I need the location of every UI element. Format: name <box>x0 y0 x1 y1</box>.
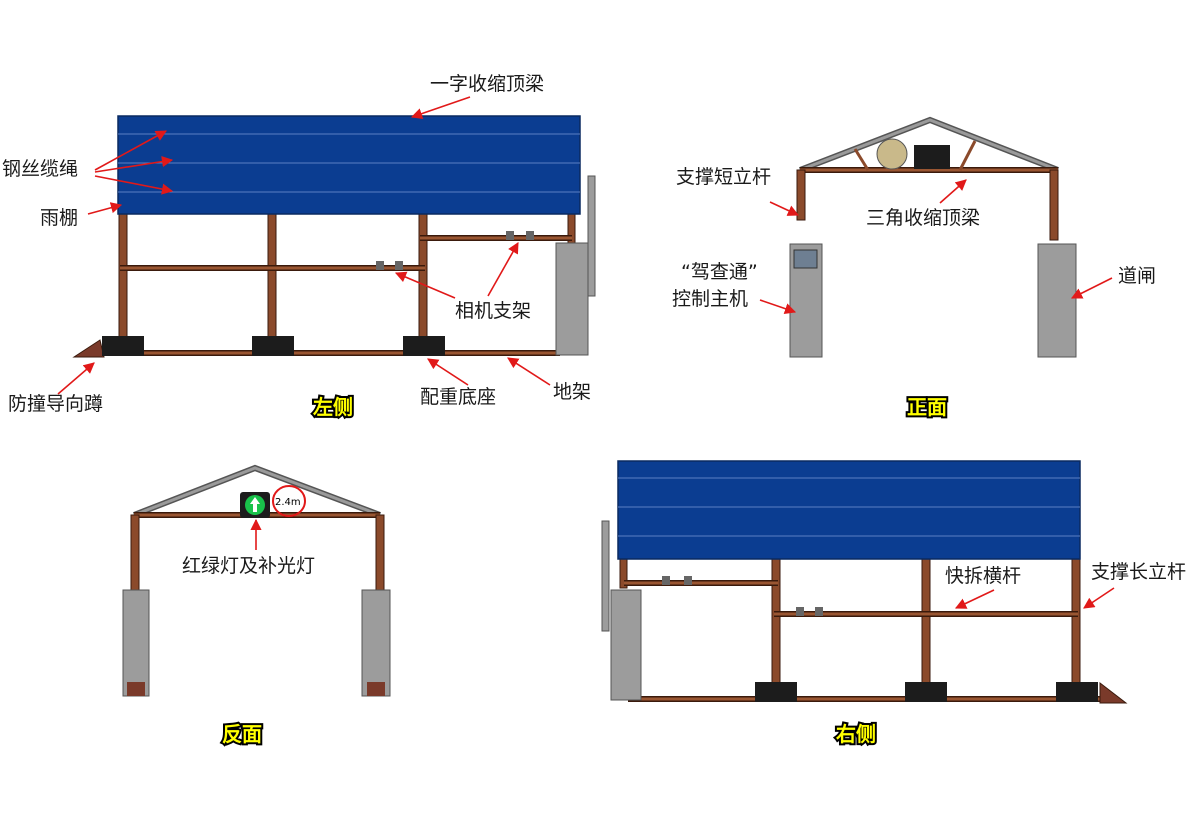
label-ground-frame: 地架 <box>553 381 591 403</box>
label-host-line1: “驾查通” <box>681 261 758 283</box>
front-short-post-left <box>796 169 806 221</box>
camera-1 <box>376 261 384 270</box>
arrow-wire-rope-3 <box>94 175 174 195</box>
label-bumper: 防撞导向蹲 <box>8 393 103 415</box>
camera-2 <box>395 261 403 270</box>
arrow-counterweight <box>427 358 469 386</box>
back-cabinet-right <box>361 589 391 697</box>
right-camera-1 <box>662 576 670 585</box>
arrow-bumper <box>57 362 95 395</box>
label-gate: 道闸 <box>1118 265 1156 287</box>
arrow-ground-frame <box>507 357 551 386</box>
right-canopy-panel <box>617 460 1081 560</box>
arrow-canopy <box>87 202 123 215</box>
arrow-camera-1 <box>394 271 456 299</box>
right-camera-3 <box>796 607 804 616</box>
right-base-3 <box>1056 682 1098 702</box>
label-lights: 红绿灯及补光灯 <box>182 555 315 577</box>
arrow-camera-2 <box>487 242 519 297</box>
right-bumper-wedge <box>1099 681 1128 704</box>
label-canopy: 雨棚 <box>40 207 78 229</box>
camera-3 <box>506 231 514 240</box>
back-truss-rafter-inner <box>133 466 381 517</box>
camera-4 <box>526 231 534 240</box>
counterweight-base-1 <box>102 336 144 356</box>
control-host-screen <box>793 249 818 269</box>
right-base-1 <box>755 682 797 702</box>
right-side-view: 快拆横杆 支撑长立杆 右侧 <box>601 460 1186 748</box>
signal-light-box <box>914 145 950 169</box>
right-gate-arm <box>601 520 610 632</box>
label-wire-rope: 钢丝缆绳 <box>2 158 78 180</box>
right-control-cabinet <box>610 589 642 701</box>
label-counterweight-base: 配重底座 <box>420 386 496 408</box>
counterweight-base-2 <box>252 336 294 356</box>
truss-brace-2 <box>958 140 977 171</box>
back-bumper-right <box>367 682 385 696</box>
label-light-height: 2.4m <box>275 497 301 508</box>
front-view: 支撑短立杆 三角收缩顶梁 “驾查通” 控制主机 道闸 正面 <box>672 116 1156 421</box>
arrow-gate <box>1070 277 1113 299</box>
label-short-post: 支撑短立杆 <box>676 166 771 188</box>
arrow-short-post <box>769 201 800 216</box>
truss-brace-1 <box>853 148 870 171</box>
left-post-1 <box>118 211 128 341</box>
right-post-1 <box>771 557 781 686</box>
view-label-right: 右侧 <box>836 722 876 746</box>
right-post-2 <box>921 557 931 686</box>
back-view: 2.4m 红绿灯及补光灯 反面 <box>122 464 391 748</box>
back-bumper-left <box>127 682 145 696</box>
arrow-long-post <box>1083 587 1115 609</box>
gate-cabinet <box>1037 243 1077 358</box>
view-label-left: 左侧 <box>313 395 353 419</box>
control-cabinet <box>555 242 589 356</box>
label-long-post: 支撑长立杆 <box>1091 561 1186 583</box>
bumper-wedge <box>72 339 105 358</box>
arrow-wire-rope-1 <box>94 130 167 171</box>
right-post-3 <box>1071 557 1081 686</box>
arrow-quick-crossbar <box>954 589 995 609</box>
label-triangle-beam: 三角收缩顶梁 <box>866 207 980 229</box>
label-camera-bracket: 相机支架 <box>455 300 531 322</box>
counterweight-base-3 <box>403 336 445 356</box>
truss-rafter-inner <box>799 118 1059 172</box>
label-top-beam-left: 一字收缩顶梁 <box>430 73 544 95</box>
right-base-2 <box>905 682 947 702</box>
right-camera-4 <box>815 607 823 616</box>
height-marker-circle <box>272 485 306 517</box>
gate-arm <box>587 175 596 297</box>
left-post-2 <box>267 211 277 341</box>
up-arrow-icon <box>250 497 260 512</box>
arrow-host <box>759 299 797 315</box>
back-cabinet-left <box>122 589 150 697</box>
canopy-panel <box>117 115 581 215</box>
front-short-post-right <box>1049 169 1059 241</box>
fill-light <box>876 138 908 170</box>
label-quick-crossbar: 快拆横杆 <box>945 565 1021 587</box>
view-label-front: 正面 <box>907 395 947 419</box>
arrow-wire-rope-2 <box>94 156 174 173</box>
label-host-line2: 控制主机 <box>672 288 748 310</box>
arrow-top-beam <box>410 96 471 120</box>
left-post-3 <box>418 211 428 341</box>
left-side-view: 一字收缩顶梁 钢丝缆绳 雨棚 相机支架 防撞导向蹲 配重底座 地架 左侧 <box>2 73 596 421</box>
view-label-back: 反面 <box>222 722 262 746</box>
right-camera-2 <box>684 576 692 585</box>
arrow-triangle-beam <box>939 179 967 204</box>
